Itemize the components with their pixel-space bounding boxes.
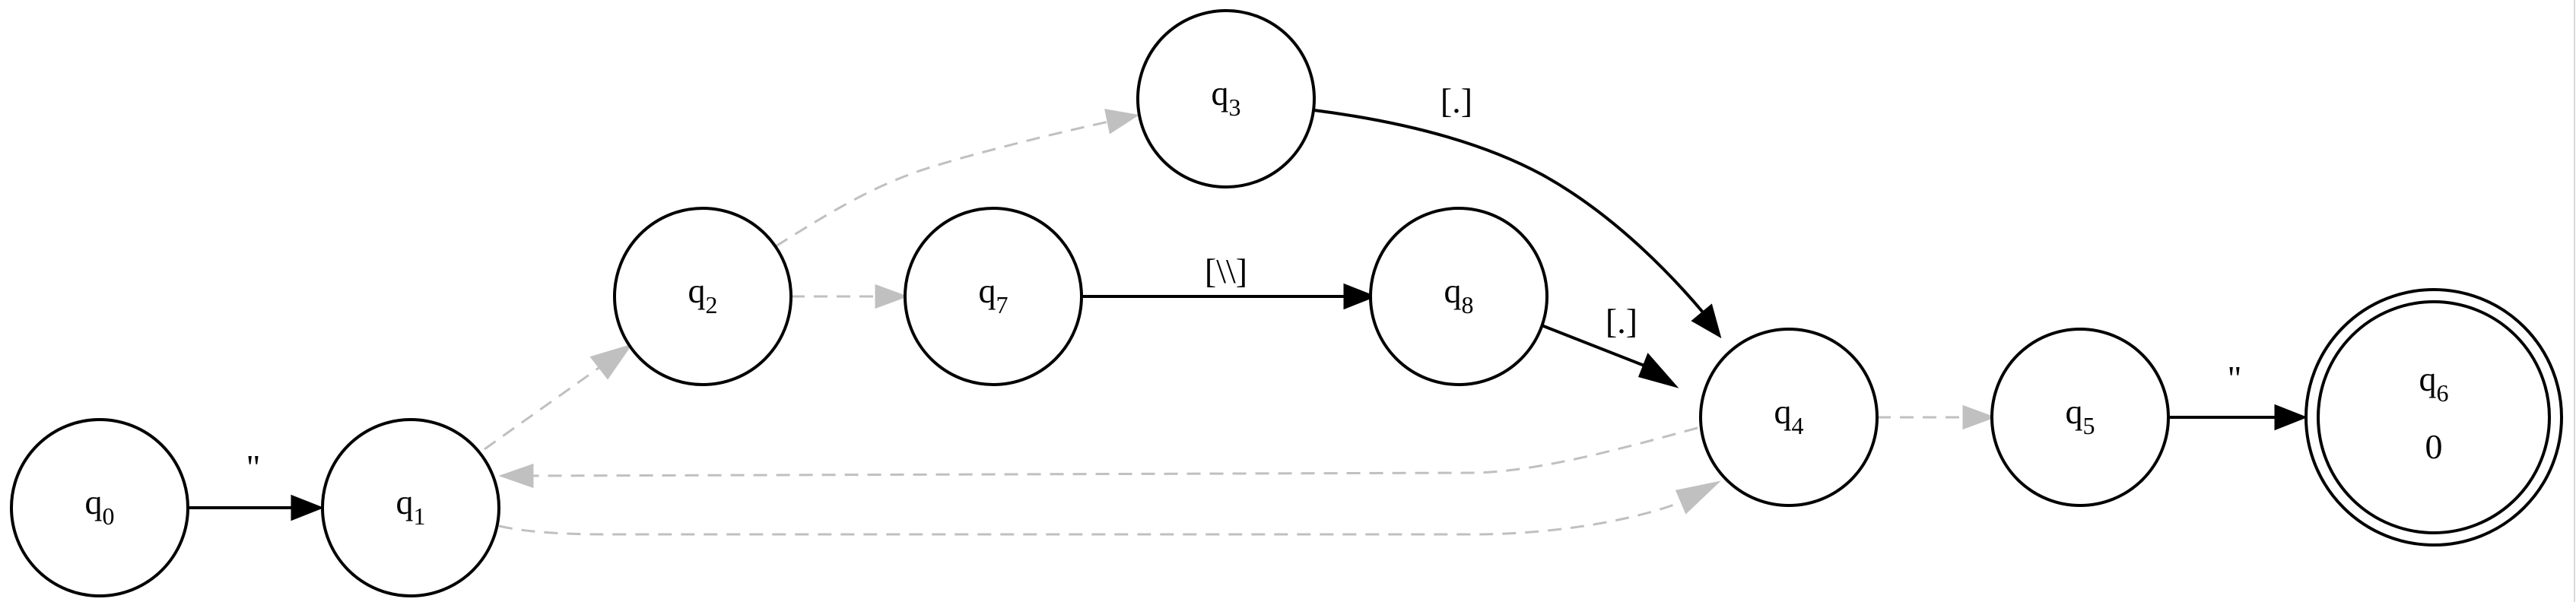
state-sub-q5: 5 bbox=[2083, 412, 2095, 439]
edge-q1-q2 bbox=[484, 344, 633, 451]
edge-label-q3-q4: [.] bbox=[1440, 81, 1472, 120]
edge-q4-q1 bbox=[498, 426, 1698, 489]
state-label-q2: q bbox=[688, 271, 706, 310]
state-sub-q1: 1 bbox=[414, 502, 426, 530]
edge-q8-q4: [.] bbox=[1541, 302, 1679, 388]
state-label-q0: q bbox=[85, 483, 103, 521]
state-q8: q8 bbox=[1369, 207, 1548, 386]
edge-label-q5-q6: " bbox=[2228, 359, 2242, 398]
edge-q0-q1: " bbox=[188, 448, 325, 521]
state-sub-q0: 0 bbox=[103, 502, 115, 530]
state-sub-q8: 8 bbox=[1462, 291, 1474, 318]
svg-text:q5: q5 bbox=[2066, 392, 2095, 439]
edge-q2-q3 bbox=[775, 109, 1140, 248]
edge-q3-q4: [.] bbox=[1313, 81, 1722, 339]
edge-q2-q7 bbox=[791, 284, 909, 309]
state-q2: q2 bbox=[613, 207, 792, 386]
state-label-q3: q bbox=[1212, 74, 1229, 112]
state-label-q6: q bbox=[2419, 360, 2437, 398]
svg-text:q8: q8 bbox=[1444, 271, 1474, 318]
state-label-q1: q bbox=[396, 483, 414, 521]
state-label-q8: q bbox=[1444, 271, 1462, 310]
edge-q1-q4 bbox=[498, 480, 1721, 536]
edge-label-q0-q1: " bbox=[246, 448, 261, 486]
state-sub-q2: 2 bbox=[706, 291, 718, 318]
edge-q5-q6: " bbox=[2168, 359, 2308, 431]
state-q3: q3 bbox=[1136, 9, 1316, 189]
svg-text:q6: q6 bbox=[2419, 360, 2449, 407]
state-q4: q4 bbox=[1699, 328, 1879, 507]
state-q6-accepting: q6 0 bbox=[2304, 288, 2563, 547]
state-q7: q7 bbox=[904, 207, 1083, 386]
edge-label-q8-q4: [.] bbox=[1606, 302, 1637, 341]
state-q0: q0 bbox=[10, 418, 189, 597]
state-sub-q4: 4 bbox=[1792, 412, 1804, 439]
svg-text:q7: q7 bbox=[979, 271, 1008, 318]
accepting-ring bbox=[2317, 300, 2551, 534]
state-sub-q6: 6 bbox=[2437, 379, 2449, 407]
state-sub-q7: 7 bbox=[996, 291, 1008, 318]
edge-label-q7-q8: [\\] bbox=[1205, 252, 1247, 290]
state-q1: q1 bbox=[321, 418, 500, 597]
edge-q7-q8: [\\] bbox=[1082, 252, 1377, 310]
state-label-q5: q bbox=[2066, 392, 2083, 431]
state-label-q4: q bbox=[1774, 392, 1792, 431]
svg-text:q2: q2 bbox=[688, 271, 718, 318]
svg-text:q1: q1 bbox=[396, 483, 426, 530]
svg-text:q3: q3 bbox=[1212, 74, 1241, 121]
edge-q4-q5 bbox=[1877, 404, 1996, 430]
state-label-q7: q bbox=[979, 271, 996, 310]
state-output-q6: 0 bbox=[2425, 427, 2443, 466]
state-sub-q3: 3 bbox=[1229, 93, 1241, 121]
svg-text:q0: q0 bbox=[85, 483, 115, 530]
state-q5: q5 bbox=[1990, 328, 2170, 507]
svg-text:q4: q4 bbox=[1774, 392, 1804, 439]
